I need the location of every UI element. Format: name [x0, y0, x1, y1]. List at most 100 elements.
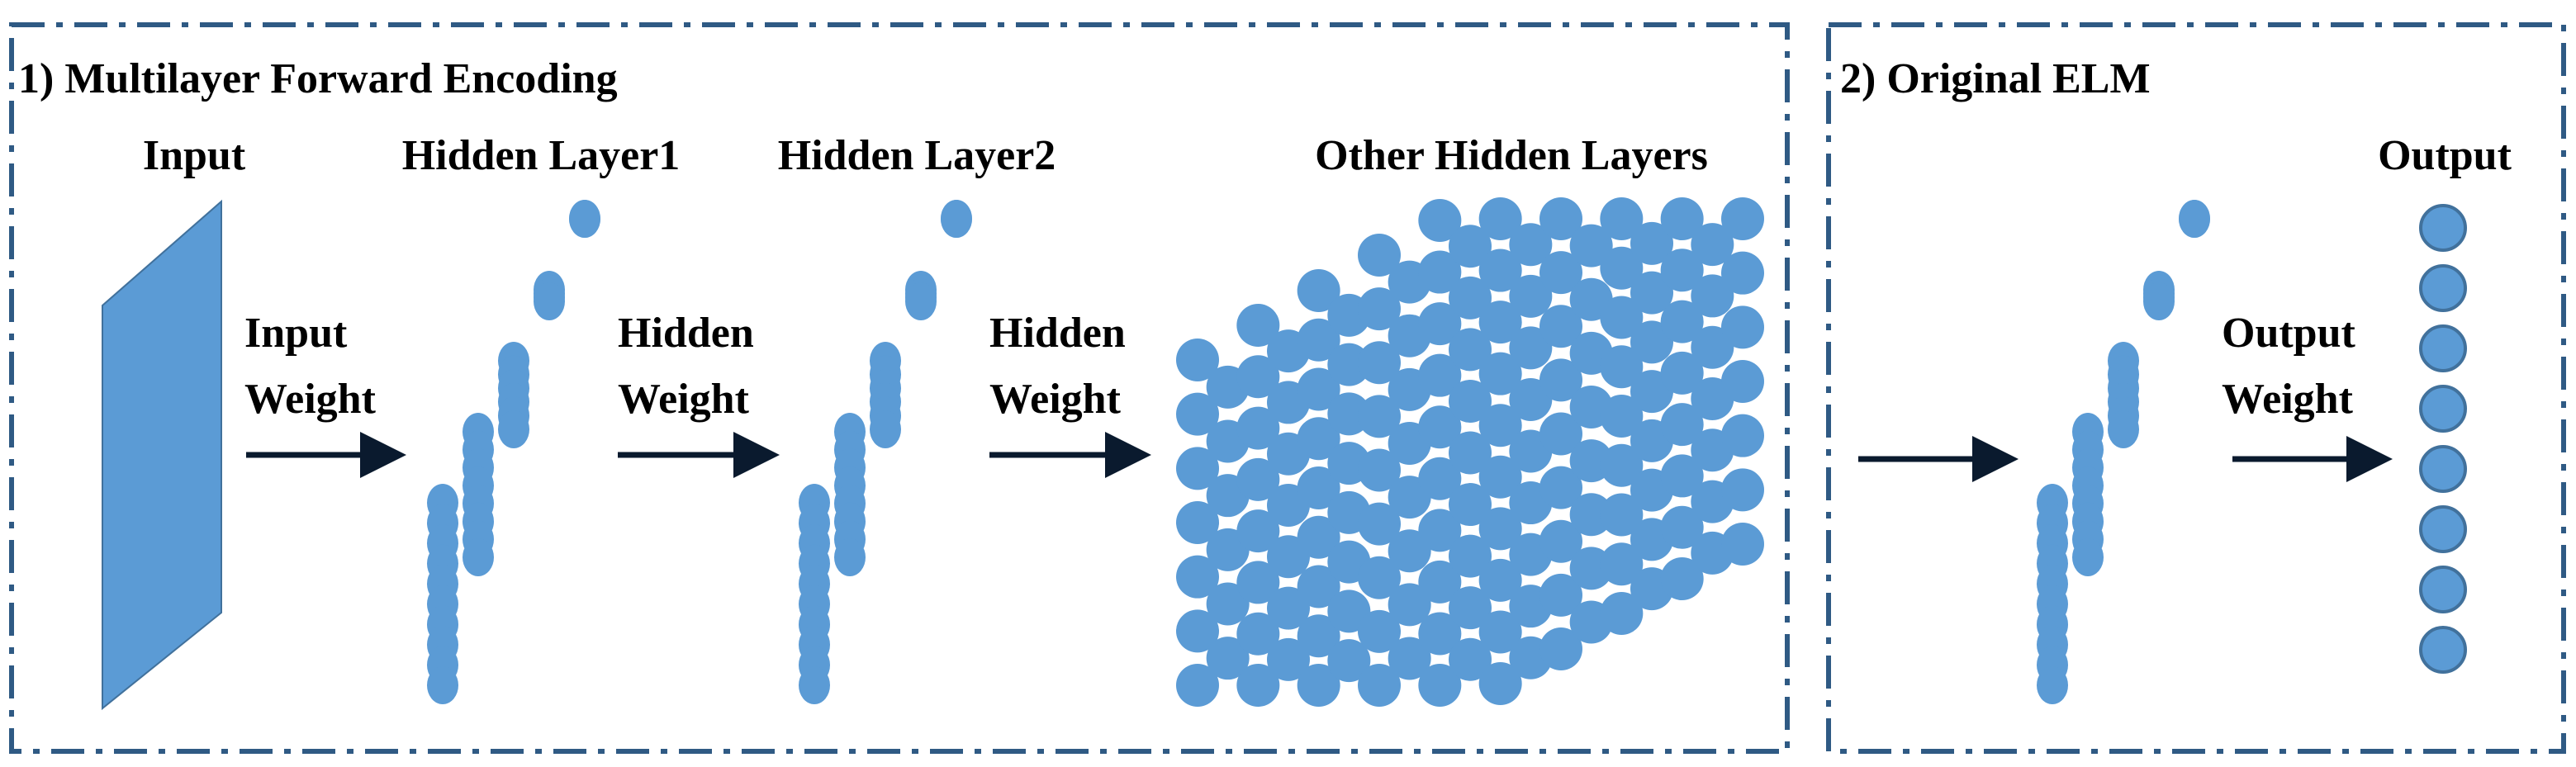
other-hidden-layers [1388, 529, 1431, 573]
other-hidden-layers [1539, 466, 1582, 509]
other-hidden-layers [1297, 269, 1340, 312]
hidden-layer1-label: Hidden Layer1 [402, 132, 681, 179]
other-hidden-layers [1358, 664, 1401, 707]
elm-hidden-neuron [2143, 282, 2175, 320]
other-hidden-layers [1358, 341, 1401, 385]
other-hidden-layers [1388, 637, 1431, 680]
hidden-layer1-neuron [569, 200, 600, 238]
other-hidden-layers [1236, 612, 1280, 656]
other-hidden-layers [1449, 328, 1492, 372]
other-hidden-layers [1660, 454, 1704, 498]
hidden-layer1-neuron [463, 538, 494, 576]
other-hidden-layers [1721, 305, 1764, 349]
other-hidden-layers [1478, 197, 1522, 240]
other-hidden-layers [1539, 251, 1582, 295]
other-hidden-layers [1449, 379, 1492, 423]
other-hidden-layers [1509, 274, 1553, 318]
other-hidden-layers [1478, 662, 1522, 705]
other-hidden-layers [1600, 197, 1644, 240]
elm-hidden-neuron [2037, 666, 2068, 704]
input-weight-label-line1: Input [244, 310, 348, 357]
input-label: Input [143, 132, 246, 179]
hidden-layer2-neuron [870, 410, 901, 448]
other-hidden-layers-neurons [1176, 197, 1764, 707]
other-hidden-layers [1539, 519, 1582, 563]
output-layer-neurons [2419, 204, 2467, 674]
other-hidden-layers [1236, 355, 1280, 399]
other-hidden-layers [1478, 352, 1522, 395]
hidden-layer1-neurons [427, 200, 600, 704]
other-hidden-layers [1206, 637, 1250, 680]
other-hidden-layers [1721, 360, 1764, 403]
output [2419, 566, 2467, 613]
other-hidden-layers [1358, 395, 1401, 438]
other-hidden-layers [1449, 431, 1492, 475]
arrows [246, 432, 2393, 482]
other-hidden-layers [1388, 583, 1431, 627]
other-hidden-layers [1600, 542, 1644, 586]
other-hidden-layers [1569, 493, 1613, 537]
elm-hidden-neuron [2072, 538, 2104, 576]
other-hidden-layers [1418, 457, 1462, 500]
other-hidden-layers [1449, 483, 1492, 527]
other-hidden-layers [1418, 560, 1462, 604]
other-hidden-layers [1418, 405, 1462, 449]
other-hidden-layers [1660, 249, 1704, 292]
other-hidden-layers [1297, 417, 1340, 461]
other-hidden-layers [1449, 586, 1492, 630]
other-hidden-layers [1176, 339, 1219, 381]
other-hidden-layers [1418, 509, 1462, 552]
other-hidden-layers [1176, 501, 1219, 544]
hidden-weight-2-label-line2: Weight [989, 376, 1122, 423]
output [2419, 505, 2467, 553]
other-hidden-layers [1358, 234, 1401, 277]
other-hidden-layers [1539, 627, 1582, 670]
hidden-weight-1-label-line2: Weight [618, 376, 750, 423]
other-hidden-layers [1721, 414, 1764, 457]
hidden-layer1-neuron [498, 410, 529, 448]
elm-section-title: 2) Original ELM [1840, 55, 2151, 102]
other-hidden-layers [1539, 358, 1582, 402]
other-hidden-layers [1236, 664, 1280, 707]
other-hidden-layers [1297, 367, 1340, 411]
other-hidden-layers [1327, 639, 1371, 683]
other-hidden-layers [1418, 612, 1462, 656]
other-hidden-layers [1418, 250, 1462, 294]
other-hidden-layers [1297, 318, 1340, 362]
other-hidden-layers [1236, 304, 1280, 347]
elm-hidden-neuron [2108, 410, 2139, 448]
other-hidden-layers [1358, 502, 1401, 546]
other-hidden-layers [1721, 197, 1764, 240]
hidden-layer2-neuron [905, 282, 937, 320]
output [2419, 324, 2467, 372]
other-hidden-layers [1236, 406, 1280, 450]
elm-hidden-neuron [2179, 200, 2210, 238]
other-hidden-layers [1418, 199, 1462, 242]
other-hidden-layers [1297, 515, 1340, 559]
hidden-weight-2-label-line1: Hidden [989, 310, 1126, 357]
other-hidden-layers [1176, 555, 1219, 599]
other-hidden-layers [1660, 300, 1704, 343]
other-hidden-layers [1600, 345, 1644, 389]
other-hidden-layers [1236, 509, 1280, 553]
other-hidden-layers [1478, 507, 1522, 551]
elm-section-frame [1826, 22, 2566, 754]
other-hidden-layers [1449, 637, 1492, 681]
other-hidden-layers [1721, 523, 1764, 566]
other-hidden-layers [1176, 609, 1219, 653]
other-hidden-layers [1478, 301, 1522, 344]
other-hidden-layers [1539, 412, 1582, 456]
other-hidden-layers [1600, 493, 1644, 537]
elm-hidden-layer-neurons [2037, 200, 2210, 704]
other-hidden-layers [1327, 589, 1371, 633]
hidden-layer1-neuron [534, 282, 565, 320]
other-hidden-layers [1691, 223, 1734, 267]
other-hidden-layers [1539, 305, 1582, 348]
other-hidden-layers [1539, 197, 1582, 240]
other-hidden-layers [1176, 664, 1219, 707]
other-hidden-layers [1449, 276, 1492, 320]
other-hidden-layers [1478, 455, 1522, 499]
other-hidden-layers [1358, 556, 1401, 599]
other-hidden-layers [1297, 614, 1340, 658]
